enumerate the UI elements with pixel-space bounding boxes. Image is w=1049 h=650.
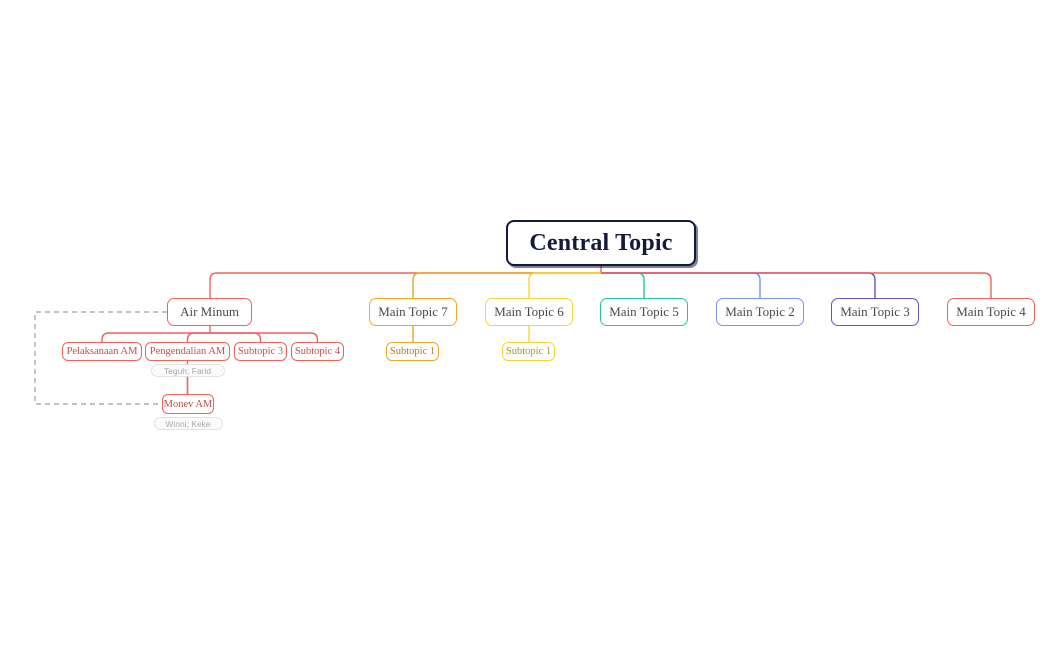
node-label: Main Topic 5 <box>609 304 679 319</box>
connector-edge <box>601 272 992 298</box>
connector-edge <box>186 332 210 342</box>
node-label: Pelaksanaan AM <box>66 346 138 357</box>
subtopic-node-mt7-subtopic-1[interactable]: Subtopic 1 <box>386 342 439 361</box>
connector-edge <box>210 332 262 342</box>
branch-node-main-topic-2[interactable]: Main Topic 2 <box>716 298 804 326</box>
connector-edge <box>209 272 601 298</box>
node-label: Main Topic 7 <box>378 304 448 319</box>
branch-node-main-topic-7[interactable]: Main Topic 7 <box>369 298 457 326</box>
connector-edge <box>101 332 210 342</box>
connector-edge <box>210 332 319 342</box>
subtopic-node-monev-am[interactable]: Monev AM <box>162 394 214 414</box>
node-label: Monev AM <box>163 398 213 410</box>
node-label: Central Topic <box>529 229 673 256</box>
node-label: Subtopic 1 <box>389 346 436 357</box>
central-topic-node[interactable]: Central Topic <box>506 220 696 266</box>
connector-edge <box>601 272 645 298</box>
node-label: Main Topic 4 <box>956 304 1026 319</box>
assignee-tag-monev-am[interactable]: Winni; Keke <box>153 417 223 430</box>
assignee-tag-pengendalian-am[interactable]: Teguh; Farid <box>150 364 225 377</box>
node-label: Subtopic 4 <box>294 346 341 357</box>
branch-node-air-minum[interactable]: Air Minum <box>167 298 252 326</box>
node-label: Subtopic 1 <box>505 346 552 357</box>
branch-node-main-topic-3[interactable]: Main Topic 3 <box>831 298 919 326</box>
subtopic-node-pengendalian-am[interactable]: Pengendalian AM <box>145 342 230 361</box>
node-label: Main Topic 2 <box>725 304 795 319</box>
connector-edge <box>528 272 601 298</box>
branch-node-main-topic-6[interactable]: Main Topic 6 <box>485 298 573 326</box>
node-label: Air Minum <box>180 304 239 319</box>
subtopic-node-subtopic-4[interactable]: Subtopic 4 <box>291 342 344 361</box>
subtopic-node-pelaksanaan-am[interactable]: Pelaksanaan AM <box>62 342 142 361</box>
subtopic-node-subtopic-3[interactable]: Subtopic 3 <box>234 342 287 361</box>
subtopic-node-mt6-subtopic-1[interactable]: Subtopic 1 <box>502 342 555 361</box>
branch-node-main-topic-5[interactable]: Main Topic 5 <box>600 298 688 326</box>
branch-node-main-topic-4[interactable]: Main Topic 4 <box>947 298 1035 326</box>
connector-edge <box>601 272 761 298</box>
node-label: Pengendalian AM <box>149 346 226 357</box>
node-label: Subtopic 3 <box>237 346 284 357</box>
connector-edge <box>412 272 601 298</box>
node-label: Main Topic 6 <box>494 304 564 319</box>
node-label: Main Topic 3 <box>840 304 910 319</box>
connector-edge <box>601 272 876 298</box>
